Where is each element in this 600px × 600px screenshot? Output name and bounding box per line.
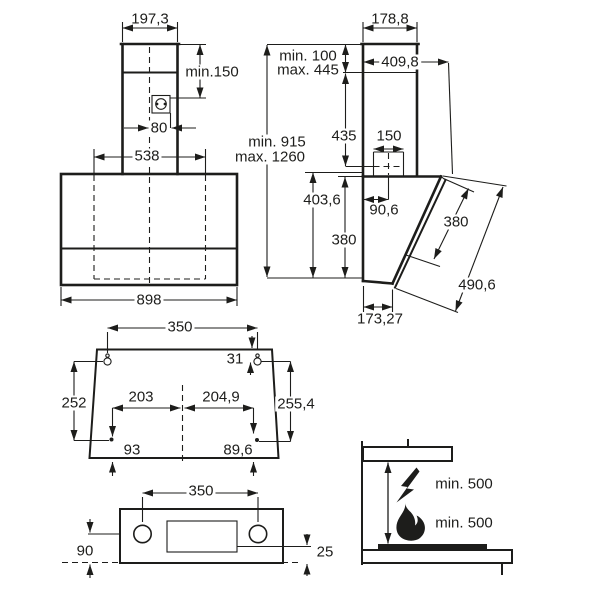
front-view-drawing: [59, 22, 239, 306]
dim-bottom-depth: 173,27: [357, 310, 403, 328]
fixing-hole-right: [248, 524, 268, 544]
hob-symbol: [378, 544, 487, 549]
dim-front-edge-height: 380: [329, 231, 359, 249]
dim-chimney-depth: 178,8: [371, 10, 409, 28]
dim-right-center-offset: 204,9: [202, 388, 240, 406]
dim-bracket-width: 538: [132, 147, 162, 165]
dim-right-height: 255,4: [275, 395, 317, 413]
dim-left-offset: 90: [76, 542, 94, 560]
dim-telescopic-max: max. 445: [275, 61, 341, 79]
keyhole-slot-left: [103, 353, 112, 366]
side-view-drawing: [263, 22, 507, 314]
bottom-view-drawing: [62, 489, 311, 578]
dim-chimney-width: 197,3: [131, 10, 169, 28]
clearance-gas-min: min. 500: [435, 514, 493, 532]
dim-hood-width: 898: [134, 291, 164, 309]
dim-overall-min: min. 915: [246, 133, 308, 151]
dim-left-center-offset: 203: [128, 388, 154, 406]
keyhole-slot-right: [253, 353, 262, 366]
dim-top-depth: 409,8: [379, 53, 421, 71]
hood-symbol: [362, 446, 453, 462]
dim-socket-offset: 80: [148, 119, 170, 137]
dim-left-bottom-offset: 93: [123, 441, 141, 459]
dim-panel-length: 380: [441, 213, 471, 231]
dim-hole-spacing: 350: [186, 482, 216, 500]
dim-right-bottom-offset: 89,6: [223, 441, 253, 459]
clearance-view-drawing: [361, 439, 513, 575]
dim-body-height: 403,6: [301, 191, 343, 209]
dim-panel-diagonal: 490,6: [456, 276, 498, 294]
dim-right-offset: 25: [316, 543, 334, 561]
fixing-hole-left: [133, 524, 153, 544]
dim-lower-chimney-height: 435: [329, 127, 359, 145]
dim-telescopic-min: min. 100: [277, 47, 339, 65]
dim-overall-max: max. 1260: [232, 148, 308, 166]
power-socket-icon: [151, 94, 171, 114]
dim-duct-width: 150: [376, 127, 402, 145]
flame-icon: [396, 503, 425, 541]
dim-duct-offset: 90,6: [369, 201, 399, 219]
dim-left-height: 252: [59, 394, 89, 412]
dim-keyhole-spacing: 350: [165, 318, 195, 336]
lightning-bolt-icon: [396, 467, 420, 503]
display-window: [166, 520, 238, 553]
counter-symbol: [361, 549, 513, 564]
dim-chimney-min-height: min.150: [183, 63, 241, 81]
clearance-electric-min: min. 500: [435, 475, 493, 493]
mounting-view-drawing: [70, 324, 294, 476]
dim-keyhole-top-offset: 31: [226, 350, 244, 368]
